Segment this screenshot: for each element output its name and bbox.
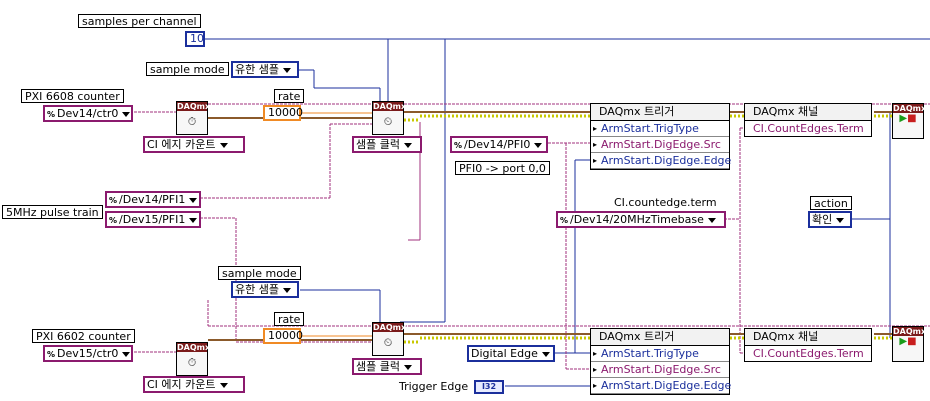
daqmx-channel-node-top[interactable]: DAQmx 채널 CI.CountEdges.Term [744, 103, 872, 137]
daqmx-create-channel-vi-top[interactable]: DAQmx ⏱ [176, 101, 211, 135]
trigger-edge-label: Trigger Edge [399, 380, 469, 393]
vi-header: DAQmx [373, 102, 407, 111]
pxi6602-label: PXI 6602 counter [32, 329, 135, 343]
trigger-node-title: DAQmx 트리거 [591, 329, 729, 346]
sample-mode-top-value: 유한 샘플 [235, 63, 279, 76]
dev15-pfi1-select[interactable]: %/Dev15/PFI1 [105, 211, 201, 228]
rate-bottom-input[interactable]: 10000 [263, 328, 303, 344]
io-name-icon: % [47, 110, 56, 119]
dropdown-arrow-icon [282, 287, 291, 293]
action-select[interactable]: 확인 [808, 211, 852, 228]
trigger-prop-trigtype[interactable]: ArmStart.TrigType [591, 346, 729, 362]
dev15-ctr0-value: Dev15/ctr0 [57, 347, 119, 360]
daqmx-timing-vi-bottom[interactable]: DAQmx ⏲ [372, 322, 407, 356]
sample-clock-top-value: 샘플 클럭 [356, 138, 400, 151]
dropdown-arrow-icon [282, 67, 291, 73]
ci-edge-count-top-select[interactable]: CI 에지 카운트 [143, 136, 245, 153]
digital-edge-select[interactable]: Digital Edge [467, 345, 555, 362]
counter-icon: ⏱ [187, 356, 197, 369]
dropdown-arrow-icon [534, 142, 543, 148]
dropdown-arrow-icon [707, 217, 716, 223]
dev14-pfi0-select[interactable]: %/Dev14/PFI0 [450, 136, 548, 153]
trigger-prop-trigtype[interactable]: ArmStart.TrigType [591, 121, 729, 137]
trigger-prop-digedge-src[interactable]: ArmStart.DigEdge.Src [591, 137, 729, 153]
sample-clock-bottom-select[interactable]: 샘플 클럭 [352, 358, 422, 375]
channel-node-title: DAQmx 채널 [745, 329, 871, 346]
sample-clock-top-select[interactable]: 샘플 클럭 [352, 136, 422, 153]
dropdown-arrow-icon [219, 382, 228, 388]
ci-edge-bottom-value: CI 에지 카운트 [147, 378, 216, 391]
daqmx-timing-vi-top[interactable]: DAQmx ⏲ [372, 101, 407, 135]
daqmx-trigger-node-bottom[interactable]: DAQmx 트리거 ArmStart.TrigType ArmStart.Dig… [590, 328, 731, 395]
dropdown-arrow-icon [403, 142, 412, 148]
daqmx-start-task-vi-bottom[interactable]: DAQmx ▶■ [892, 326, 927, 362]
dropdown-arrow-icon [219, 142, 228, 148]
clock-icon: ⏲ [383, 115, 393, 128]
daqmx-start-task-vi-top[interactable]: DAQmx ▶■ [892, 103, 927, 139]
dev14-pfi0-value: /Dev14/PFI0 [464, 138, 531, 151]
vi-header: DAQmx [893, 104, 927, 113]
dev14-ctr0-value: Dev14/ctr0 [57, 107, 119, 120]
dropdown-arrow-icon [541, 351, 550, 357]
pfi0-note-label: PFI0 -> port 0,0 [455, 161, 550, 175]
io-name-icon: % [109, 196, 118, 205]
samples-per-channel-input[interactable]: 10 [185, 31, 205, 47]
io-name-icon: % [454, 141, 463, 150]
action-value: 확인 [812, 213, 833, 226]
daqmx-channel-node-bottom[interactable]: DAQmx 채널 CI.CountEdges.Term [744, 328, 872, 362]
pxi6608-label: PXI 6608 counter [21, 89, 124, 103]
rate-top-label: rate [274, 89, 305, 103]
io-name-icon: % [560, 216, 569, 225]
action-label: action [810, 196, 852, 210]
ci-edge-top-value: CI 에지 카운트 [147, 138, 216, 151]
timebase-value: /Dev14/20MHzTimebase [570, 213, 704, 226]
ci-edge-count-bottom-select[interactable]: CI 에지 카운트 [143, 376, 245, 393]
sample-mode-bottom-select[interactable]: 유한 샘플 [231, 281, 299, 298]
io-name-icon: % [47, 350, 56, 359]
trigger-prop-digedge-src[interactable]: ArmStart.DigEdge.Src [591, 362, 729, 378]
sample-clock-bottom-value: 샘플 클럭 [356, 360, 400, 373]
vi-header: DAQmx [373, 323, 407, 332]
channel-node-title: DAQmx 채널 [745, 104, 871, 121]
vi-header: DAQmx [893, 327, 927, 336]
digital-edge-value: Digital Edge [471, 347, 538, 360]
trigger-edge-i32-terminal[interactable]: I32 [474, 380, 504, 394]
samples-per-channel-label: samples per channel [78, 14, 201, 28]
clock-icon: ⏲ [383, 336, 393, 349]
rate-top-input[interactable]: 10000 [263, 105, 303, 121]
trigger-prop-digedge-edge[interactable]: ArmStart.DigEdge.Edge [591, 153, 731, 169]
vi-header: DAQmx [177, 343, 211, 352]
play-stop-icon: ▶■ [899, 113, 917, 124]
sample-mode-top-select[interactable]: 유한 샘플 [231, 61, 299, 78]
trigger-node-title: DAQmx 트리거 [591, 104, 729, 121]
dev14-ctr0-select[interactable]: %Dev14/ctr0 [43, 105, 133, 122]
daqmx-create-channel-vi-bottom[interactable]: DAQmx ⏱ [176, 342, 211, 376]
dev14-pfi1-value: /Dev14/PFI1 [119, 193, 186, 206]
rate-bottom-label: rate [274, 312, 305, 326]
counter-icon: ⏱ [187, 115, 197, 128]
dropdown-arrow-icon [122, 351, 131, 357]
trigger-prop-digedge-edge[interactable]: ArmStart.DigEdge.Edge [591, 378, 731, 394]
timebase-select[interactable]: %/Dev14/20MHzTimebase [556, 211, 726, 228]
dropdown-arrow-icon [189, 217, 198, 223]
vi-header: DAQmx [177, 102, 211, 111]
dropdown-arrow-icon [836, 217, 845, 223]
play-stop-icon: ▶■ [899, 336, 917, 347]
daqmx-trigger-node-top[interactable]: DAQmx 트리거 ArmStart.TrigType ArmStart.Dig… [590, 103, 731, 170]
sample-mode-bottom-value: 유한 샘플 [235, 283, 279, 296]
sample-mode-top-label: sample mode [146, 62, 229, 76]
dropdown-arrow-icon [403, 364, 412, 370]
channel-prop-countedges-term[interactable]: CI.CountEdges.Term [753, 122, 864, 135]
sample-mode-bottom-label: sample mode [218, 266, 301, 280]
dropdown-arrow-icon [122, 111, 131, 117]
dropdown-arrow-icon [189, 197, 198, 203]
dev15-ctr0-select[interactable]: %Dev15/ctr0 [43, 345, 133, 362]
pulse-train-label: 5MHz pulse train [2, 205, 103, 219]
channel-prop-countedges-term[interactable]: CI.CountEdges.Term [753, 347, 864, 360]
dev15-pfi1-value: /Dev15/PFI1 [119, 213, 186, 226]
ci-term-label: CI.countedge.term [614, 196, 717, 209]
io-name-icon: % [109, 216, 118, 225]
dev14-pfi1-select[interactable]: %/Dev14/PFI1 [105, 191, 201, 208]
